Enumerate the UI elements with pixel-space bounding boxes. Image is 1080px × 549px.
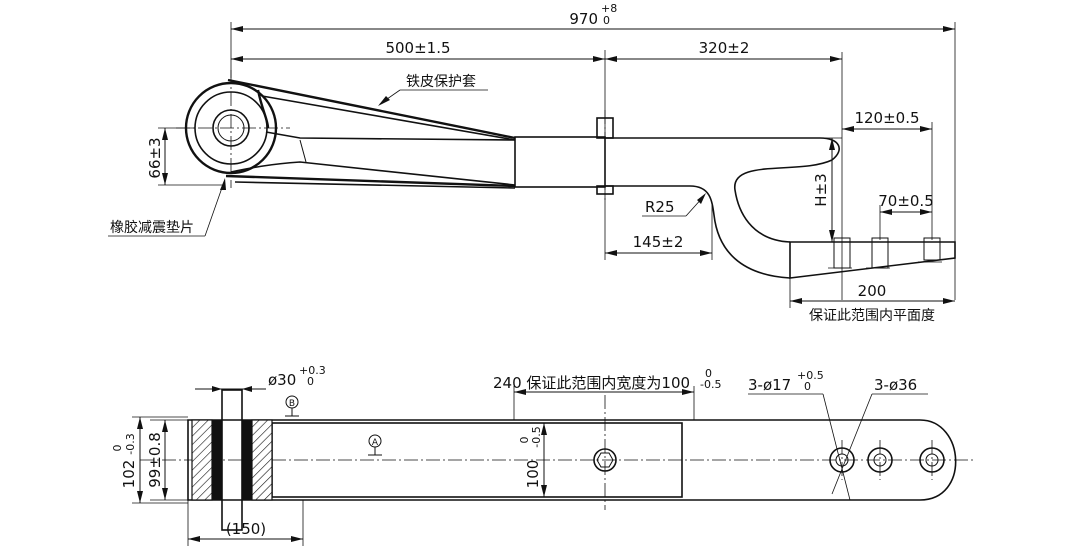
drop-length-label: 145±2 — [633, 233, 684, 251]
width-note-tol-lower: -0.5 — [700, 378, 721, 391]
holes-small-tol-lower: 0 — [804, 380, 811, 393]
height-dimension: H±3 — [790, 137, 842, 243]
rubber-pad-callout: 橡胶减震垫片 — [108, 178, 226, 237]
holes-large-label: 3-ø36 — [874, 376, 917, 394]
front-segment-label: 500±1.5 — [385, 39, 450, 57]
outer-width-tol-lower: -0.3 — [124, 433, 137, 454]
eye-height-label: 66±3 — [146, 137, 164, 178]
center-width-value: 100 — [524, 460, 542, 489]
spring-eye — [176, 70, 290, 188]
datum-b-marker: B — [285, 395, 299, 417]
bush-length-label: (150) — [226, 520, 266, 538]
width-note-value: 240 保证此范围内宽度为100 — [493, 374, 690, 392]
rear-segment-label: 320±2 — [699, 39, 750, 57]
rubber-pad-label: 橡胶减震垫片 — [110, 219, 194, 236]
bend-radius-callout: R25 — [642, 193, 706, 217]
width-note-dimension: 240 保证此范围内宽度为100 0 -0.5 — [493, 367, 721, 420]
datum-a-marker: A — [368, 434, 382, 456]
outer-width-dimension: 102 0 -0.3 99±0.8 — [111, 416, 188, 504]
holes-small-tol-upper: +0.5 — [797, 369, 824, 382]
flat-length-dimension: 200 保证此范围内平面度 — [789, 278, 955, 324]
datum-a-label: A — [372, 438, 379, 448]
bush-diameter-dimension: ø30 +0.3 0 — [195, 364, 326, 392]
center-width-tol-upper: 0 — [518, 437, 531, 444]
leaf-spring-body — [225, 78, 956, 279]
overall-length-tol-lower: 0 — [603, 14, 610, 27]
bend-radius-label: R25 — [645, 198, 675, 216]
flat-length-label: 200 — [858, 282, 887, 300]
eye-height-dimension: 66±3 — [146, 127, 225, 186]
datum-b-label: B — [289, 399, 295, 409]
hole-spacing-1-dimension: 120±0.5 — [842, 109, 933, 240]
side-view: 970 +8 0 500±1.5 320±2 — [108, 2, 956, 324]
hole-spacing-1-label: 120±0.5 — [854, 109, 919, 127]
outer-width-tol-upper: 0 — [111, 445, 124, 452]
outer-width-value: 102 — [120, 460, 138, 489]
hole-spacing-2-label: 70±0.5 — [878, 192, 934, 210]
segment-dimensions: 500±1.5 320±2 — [231, 39, 843, 300]
center-width-tol-lower: -0.5 — [530, 426, 543, 447]
drop-length-dimension: 145±2 — [605, 205, 713, 260]
inner-width-label: 99±0.8 — [146, 432, 164, 488]
flat-note-label: 保证此范围内平面度 — [809, 307, 935, 324]
plan-body — [140, 389, 975, 531]
hole-spacing-2-dimension: 70±0.5 — [878, 192, 934, 240]
hole-callouts: 3-ø17 +0.5 0 3-ø36 — [748, 369, 928, 501]
overall-length-dimension: 970 +8 0 — [230, 2, 956, 300]
width-note-tol-upper: 0 — [705, 367, 712, 380]
bush-diameter-tol-lower: 0 — [307, 375, 314, 388]
center-width-dimension: 100 0 -0.5 — [518, 423, 547, 497]
overall-length-value: 970 — [569, 10, 598, 28]
holes-small-value: 3-ø17 — [748, 376, 791, 394]
plan-view: ø30 +0.3 0 B A 240 保证此范围内宽度为100 0 — [111, 364, 975, 546]
bush-diameter-tol-upper: +0.3 — [299, 364, 326, 377]
bush-length-dimension: (150) — [187, 500, 304, 546]
cover-label: 铁皮保护套 — [406, 74, 476, 90]
cover-callout: 铁皮保护套 — [378, 74, 488, 106]
bush-diameter-value: ø30 — [268, 371, 296, 389]
height-label: H±3 — [812, 173, 830, 206]
overall-length-tol-upper: +8 — [601, 2, 617, 15]
